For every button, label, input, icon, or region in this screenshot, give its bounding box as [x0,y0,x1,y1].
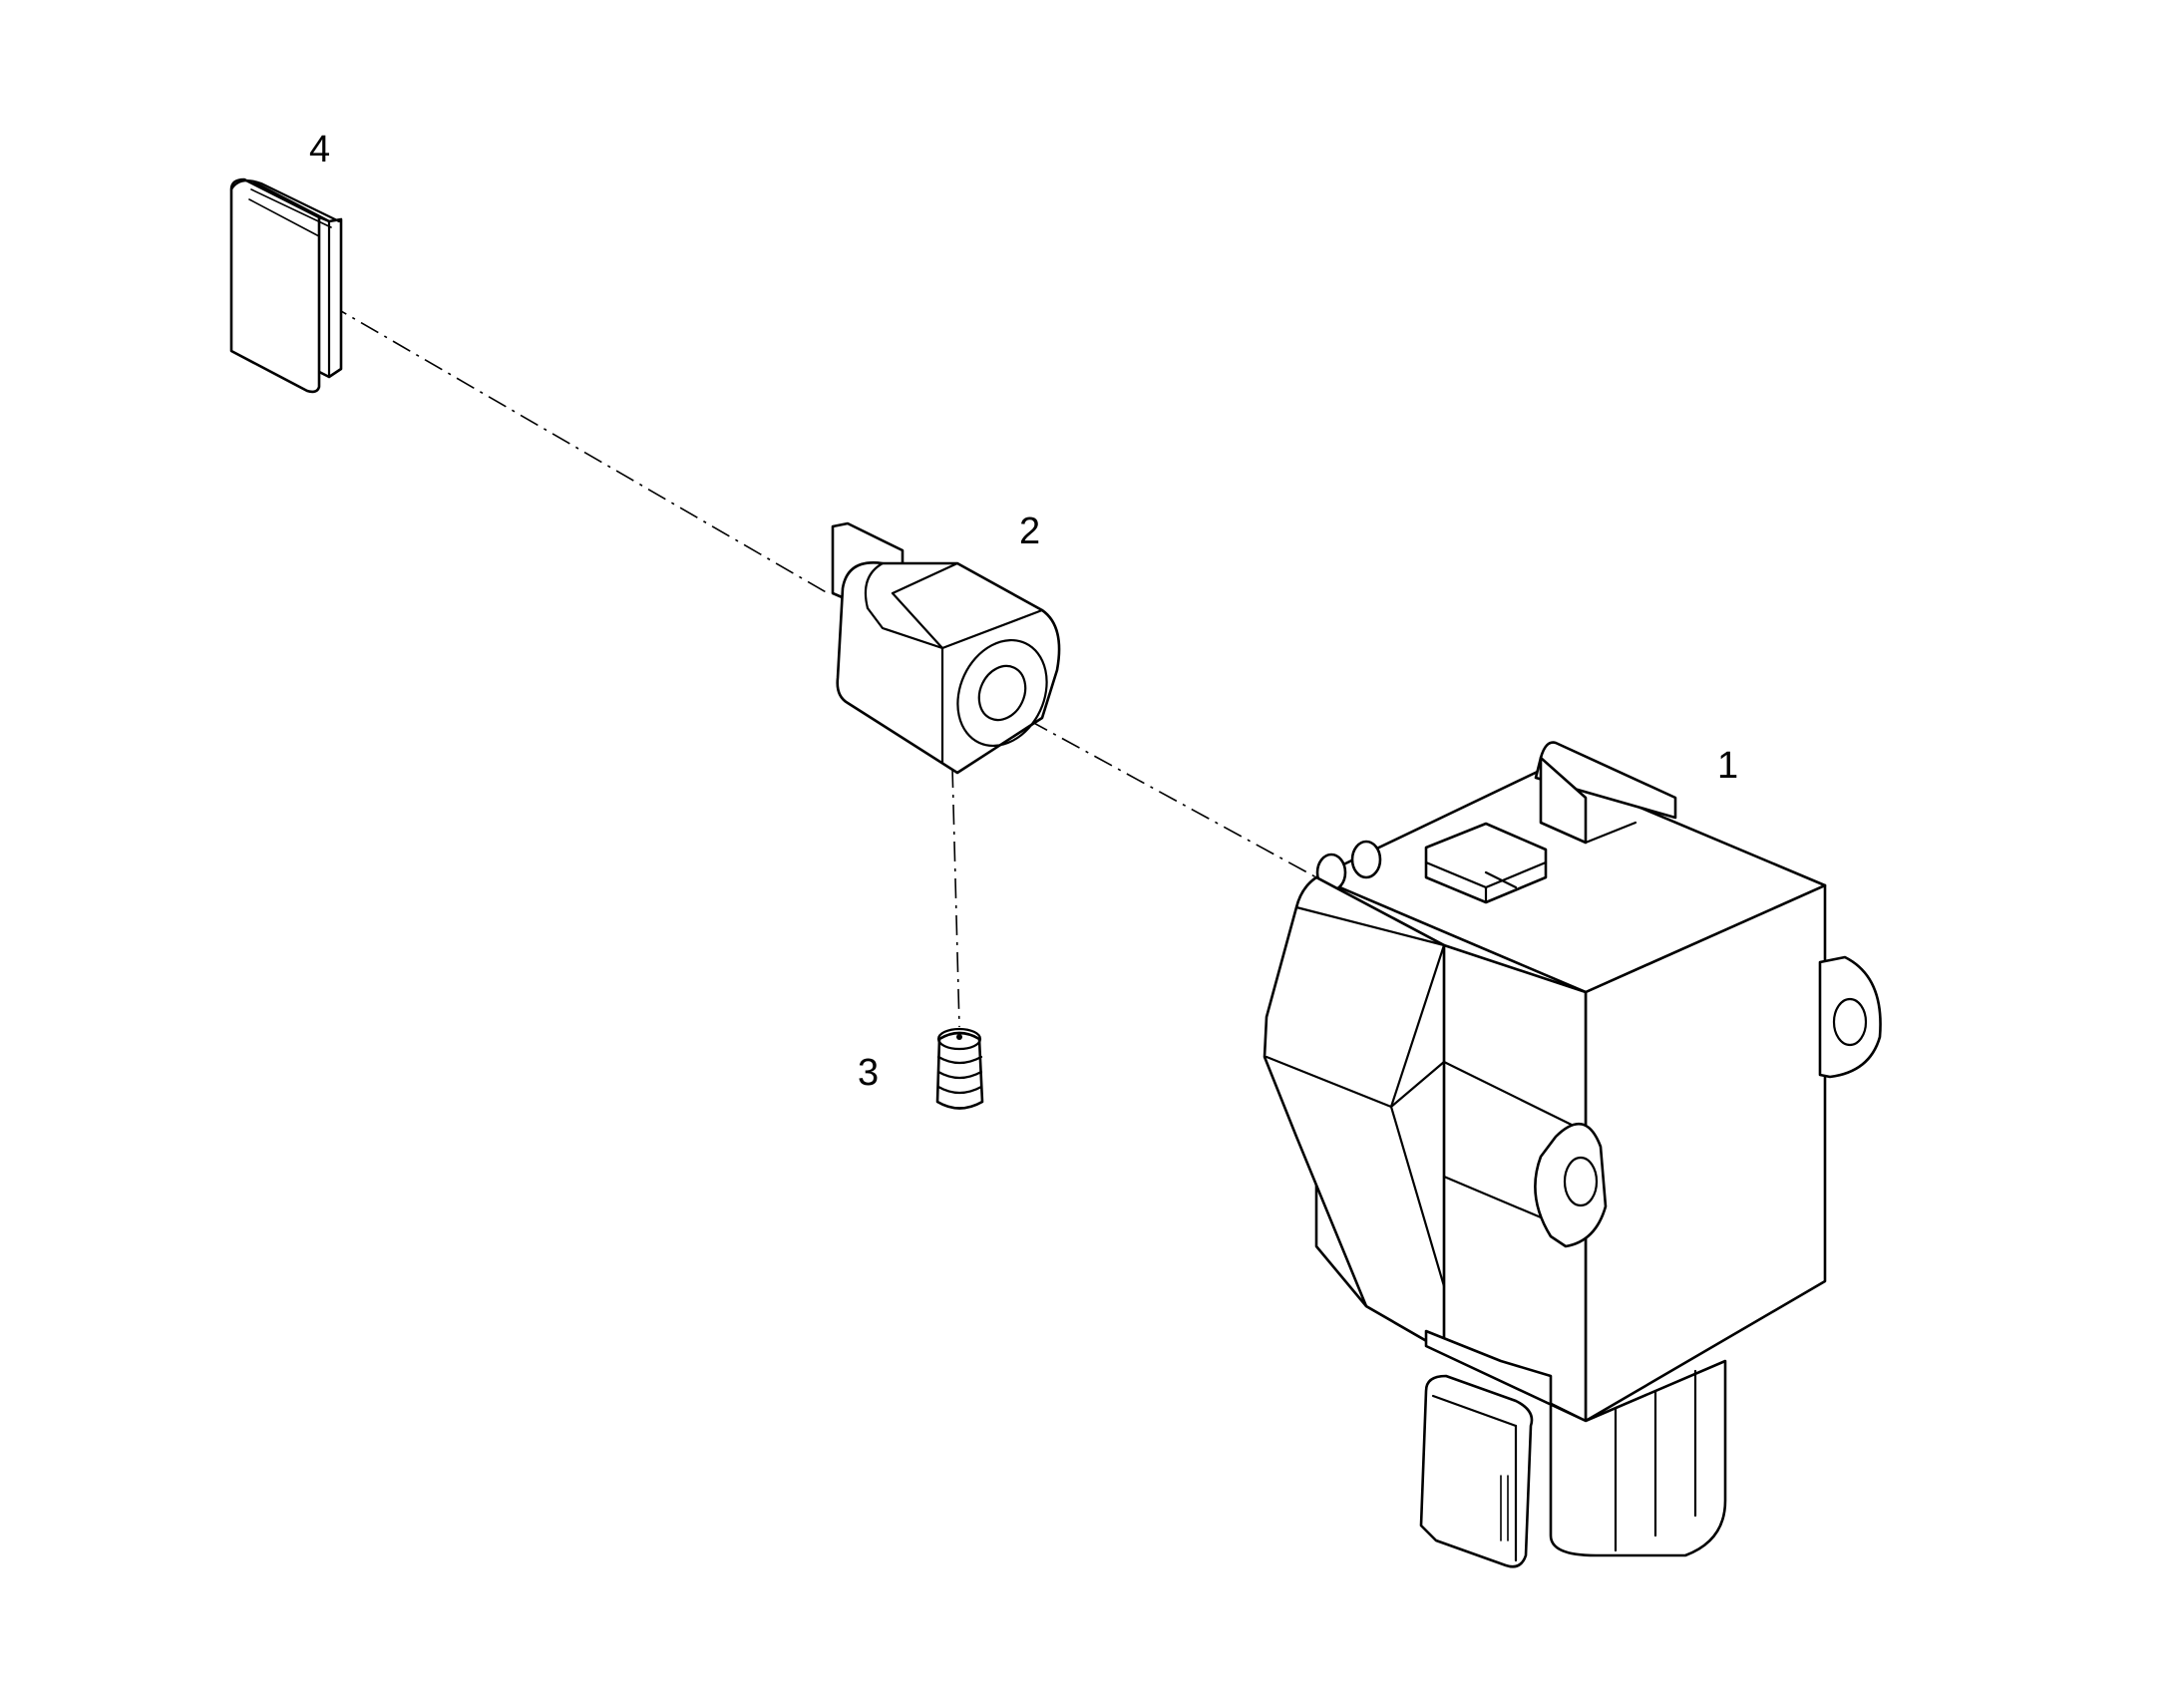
callout-part-3: 3 [858,1052,879,1094]
adapter-bushing-icon [831,521,1061,775]
callout-part-4: 4 [309,129,330,171]
center-line-clip-to-bushing [328,303,829,594]
assembly-center-lines [328,303,1317,1028]
spring-clip-icon [229,177,343,394]
callout-part-2: 2 [1019,511,1040,552]
callout-labels: 1 2 3 4 [309,129,1738,1094]
callout-part-1: 1 [1717,745,1738,787]
set-screw-icon [935,1027,984,1110]
center-line-bushing-to-housing [996,702,1317,878]
actuator-housing-icon [1263,741,1882,1568]
center-line-bushing-to-screw [951,767,960,1028]
